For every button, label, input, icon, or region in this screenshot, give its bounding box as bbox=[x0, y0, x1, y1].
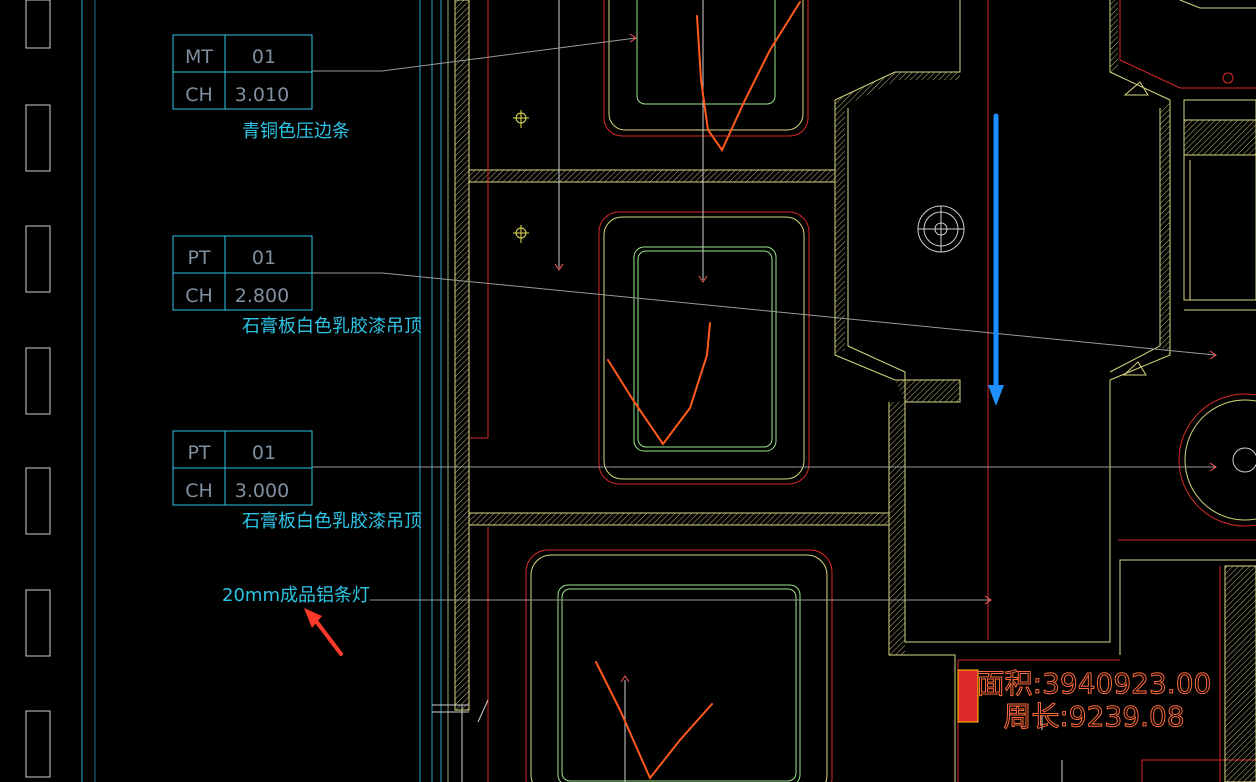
tag-ch: CH bbox=[185, 480, 213, 502]
tag-code: PT bbox=[187, 442, 210, 464]
hatched-wall bbox=[432, 0, 890, 782]
column-hatch bbox=[835, 0, 1170, 655]
material-tag-2[interactable]: PT 01 CH 2.800 石膏板白色乳胶漆吊顶 bbox=[172, 235, 422, 337]
tag-code: PT bbox=[187, 247, 210, 269]
material-tag-1[interactable]: MT 01 CH 3.010 青铜色压边条 bbox=[172, 34, 350, 142]
left-window-boxes bbox=[25, 0, 51, 778]
ceiling-boundary-red bbox=[469, 0, 989, 782]
sprinkler-markers bbox=[513, 110, 529, 243]
column-structure bbox=[834, 0, 1256, 782]
tag-height: 2.800 bbox=[235, 285, 289, 307]
area-readout: 面积:3940923.00 bbox=[977, 667, 1212, 700]
tag-code: MT bbox=[185, 46, 213, 68]
tag-number: 01 bbox=[252, 247, 276, 269]
ceiling-coffer-2 bbox=[598, 211, 810, 485]
tag-height: 3.000 bbox=[235, 480, 289, 502]
orange-sketch-marks bbox=[595, 1, 801, 780]
light-fixture-note[interactable]: 20mm成品铝条灯 bbox=[222, 585, 370, 606]
ceiling-coffer-3 bbox=[525, 549, 833, 782]
right-side-rooms bbox=[957, 0, 1256, 782]
material-tag-3[interactable]: PT 01 CH 3.000 石膏板白色乳胶漆吊顶 bbox=[172, 430, 422, 532]
tag-description: 石膏板白色乳胶漆吊顶 bbox=[242, 315, 422, 337]
downlight-fixture bbox=[917, 205, 965, 253]
tag-number: 01 bbox=[252, 46, 276, 68]
tag-number: 01 bbox=[252, 442, 276, 464]
tag-description: 青铜色压边条 bbox=[242, 121, 350, 142]
tag-height: 3.010 bbox=[235, 84, 289, 106]
tag-ch: CH bbox=[185, 285, 213, 307]
tag-ch: CH bbox=[185, 84, 213, 106]
red-annotation-arrow bbox=[304, 608, 343, 656]
tag-description: 石膏板白色乳胶漆吊顶 bbox=[242, 510, 422, 532]
perimeter-readout: 周长:9239.08 bbox=[1003, 700, 1184, 733]
section-lines bbox=[554, 0, 1063, 782]
blue-annotation-arrow bbox=[988, 113, 1004, 406]
leader-lines bbox=[312, 33, 1217, 723]
wall-guide-lines bbox=[81, 0, 449, 782]
